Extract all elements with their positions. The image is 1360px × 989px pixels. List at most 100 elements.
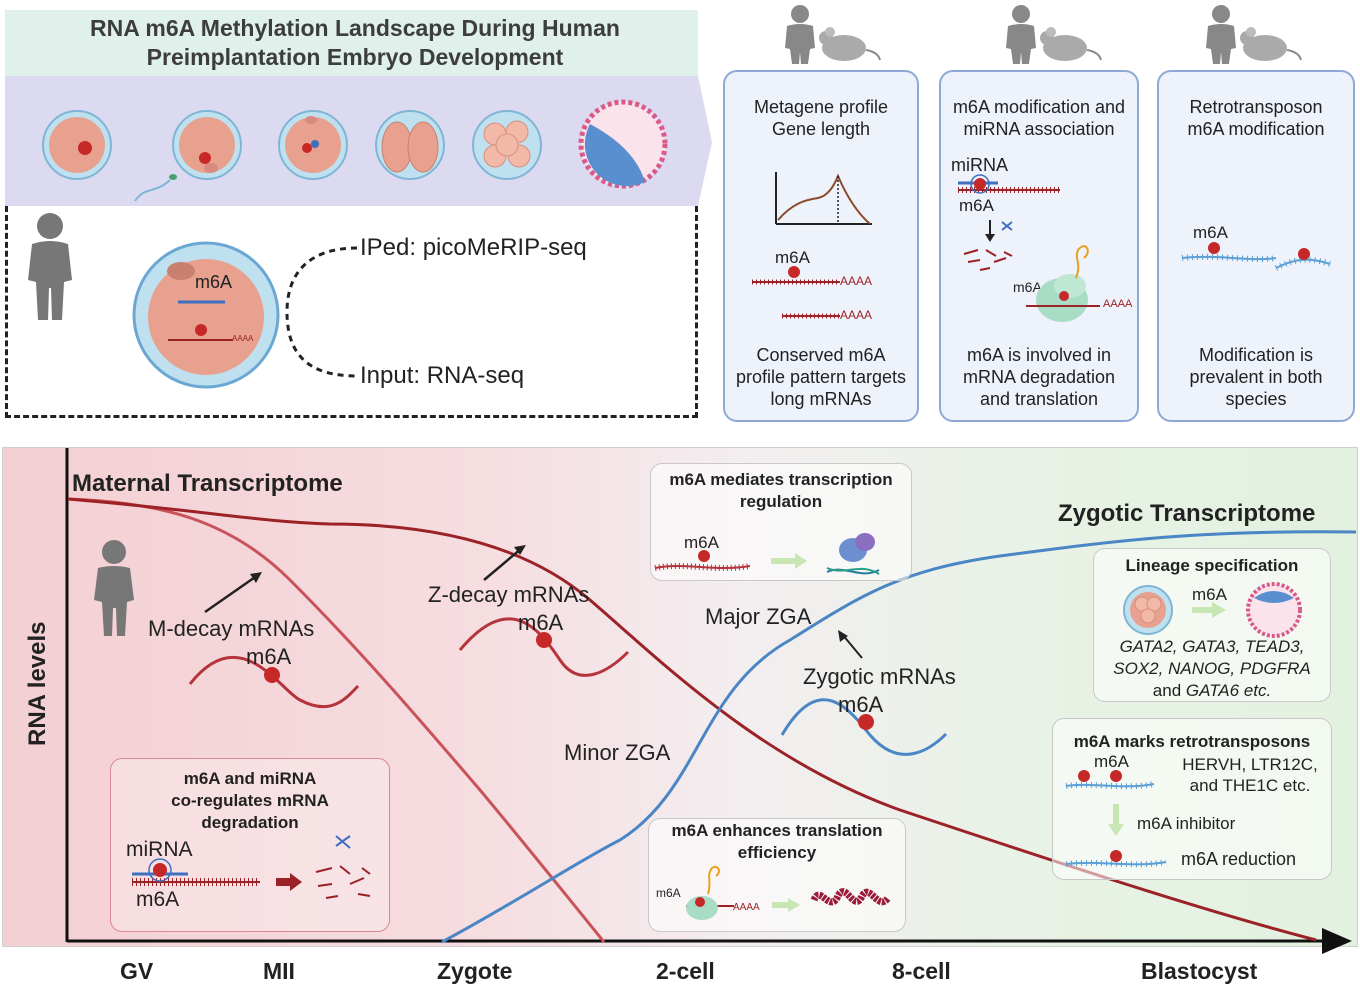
mirna-panel-description: m6A is involved in mRNA degradation and … (939, 344, 1139, 410)
figure-title: RNA m6A Methylation Landscape During Hum… (5, 14, 705, 72)
mirna-desc-line-1: m6A is involved in (966, 345, 1112, 365)
zygotic-curve (441, 530, 1357, 944)
retro-panel-strands (1181, 242, 1331, 271)
transcription-illustration (654, 533, 880, 575)
metagene-title-line-1: Metagene profile (753, 97, 889, 117)
mirna-box-title: m6A and miRNA co-regulates mRNA degradat… (110, 768, 390, 834)
title-line-1: RNA m6A Methylation Landscape During Hum… (90, 15, 620, 41)
mii-oocyte-icon (134, 110, 242, 202)
retrotransposon-panel (1157, 70, 1355, 422)
mirna-title-line-1: m6A modification and (952, 97, 1126, 117)
retro-elements-line-2: and THE1C etc. (1189, 776, 1311, 795)
lineage-genes-line-3-italic: GATA6 etc. (1185, 681, 1272, 700)
m6a-reduction-label: m6A reduction (1181, 849, 1297, 869)
metagene-desc-line-1: Conserved m6A (756, 345, 886, 365)
lineage-m6a-label: m6A (1192, 585, 1227, 604)
lineage-box-title: Lineage specification (1125, 556, 1299, 575)
gv-oocyte-icon (42, 110, 112, 180)
lineage-genes-line-3: and GATA6 etc. (1093, 680, 1331, 702)
mirna-panel-illustration (958, 174, 1100, 322)
transcription-regulation-box (650, 463, 912, 581)
retro-box-m6a-label: m6A (1094, 752, 1129, 771)
mirna-box-m6a-label: m6A (136, 888, 180, 911)
retro-desc-line-3: species (1225, 389, 1287, 409)
mirna-box-title-line-2: co-regulates mRNA (171, 791, 329, 810)
metagene-desc-line-2: profile pattern targets (735, 367, 907, 387)
human-icon (28, 213, 72, 320)
stage-label-blastocyst: Blastocyst (1141, 958, 1258, 984)
retro-elements-line-1: HERVH, LTR12C, (1182, 755, 1318, 774)
retro-title-line-1: Retrotransposon (1189, 97, 1323, 117)
m-decay-label: M-decay mRNAs (148, 616, 315, 641)
metagene-panel (723, 70, 919, 422)
two-cell-icon (375, 110, 445, 180)
translation-polya-label: AAAA (733, 902, 760, 913)
method-connector (285, 246, 358, 378)
retro-title-line-2: m6A modification (1187, 119, 1325, 139)
metagene-desc-line-3: long mRNAs (770, 389, 872, 409)
retro-box-illustration (1065, 770, 1167, 868)
metagene-mrna-strands (752, 266, 840, 319)
species-icons-panel-3 (1206, 5, 1302, 64)
title-line-2: Preimplantation Embryo Development (146, 44, 564, 70)
metagene-polya-2: AAAA (840, 308, 873, 322)
z-decay-m6a-label: m6A (518, 610, 564, 635)
retrotransposon-title: Retrotransposon m6A modification (1157, 96, 1355, 140)
band-arrow-tip (698, 76, 712, 206)
metagene-profile-plot (775, 172, 872, 225)
mirna-title-line-2: miRNA association (963, 119, 1115, 139)
mirna-coregulation-box (110, 758, 390, 932)
mirna-box-illustration (132, 835, 371, 899)
mirna-box-title-line-1: m6A and miRNA (183, 769, 317, 788)
mirna-panel-m6a-label-2: m6A (1013, 279, 1042, 295)
transcription-title-line-1: m6A mediates transcription (669, 470, 893, 489)
translation-title-line-2: efficiency (737, 843, 817, 862)
stage-label-2-cell: 2-cell (656, 958, 715, 984)
oocyte-m6a-illustration (132, 241, 280, 389)
input-label: Input: RNA-seq (360, 362, 525, 389)
stage-label-mii: MII (263, 958, 295, 984)
lineage-genes-line-2: SOX2, NANOG, PDGFRA (1113, 659, 1311, 678)
species-icons-panel-1 (785, 5, 881, 64)
retro-box-elements: HERVH, LTR12C, and THE1C etc. (1170, 754, 1330, 796)
mirna-desc-line-2: mRNA degradation (962, 367, 1116, 387)
transcription-m6a-label: m6A (684, 533, 719, 552)
mirna-panel-mirna-label: miRNA (951, 155, 1008, 175)
mirna-panel-title: m6A modification and miRNA association (939, 96, 1139, 140)
maternal-transcriptome-label: Maternal Transcriptome (72, 470, 343, 497)
oocyte-polya-label: AAAA (232, 334, 254, 343)
title-band (5, 10, 698, 76)
oocyte-m6a-label: m6A (195, 272, 233, 292)
iped-label: IPed: picoMeRIP-seq (360, 234, 587, 261)
stage-label-8-cell: 8-cell (892, 958, 951, 984)
mirna-panel-polya: AAAA (1103, 298, 1133, 310)
lineage-genes-line-1: GATA2, GATA3, TEAD3, (1119, 637, 1305, 656)
stage-label-zygote: Zygote (437, 958, 513, 984)
translation-m6a-label: m6A (656, 886, 681, 900)
lineage-illustration (1123, 582, 1302, 638)
metagene-polya-1: AAAA (840, 274, 873, 288)
mirna-box-mirna-label: miRNA (126, 838, 193, 861)
retrotransposon-marks-box (1052, 718, 1332, 880)
mirna-box-title-line-3: degradation (201, 813, 299, 832)
translation-illustration (686, 866, 891, 920)
m6a-inhibitor-label: m6A inhibitor (1137, 814, 1236, 833)
eight-cell-icon (472, 110, 542, 180)
zygotic-transcriptome-label: Zygotic Transcriptome (1058, 500, 1316, 527)
lineage-genes-line-3-prefix: and (1152, 681, 1186, 700)
zygote-icon (278, 110, 348, 180)
mirna-panel (939, 70, 1139, 422)
z-decay-label: Z-decay mRNAs (428, 582, 590, 607)
mirna-desc-line-3: and translation (979, 389, 1099, 409)
m-decay-curve (67, 497, 606, 943)
translation-box-title: m6A enhances translation efficiency (648, 820, 906, 864)
retro-box-title: m6A marks retrotransposons (1073, 732, 1311, 751)
zygotic-mrnas-label: Zygotic mRNAs (803, 664, 956, 689)
embryo-stage-icons (42, 99, 668, 202)
transcription-title-line-2: regulation (739, 492, 823, 511)
species-icons-panel-2 (1006, 5, 1102, 64)
zygotic-m6a-label: m6A (838, 692, 884, 717)
child-icon (94, 540, 134, 636)
retro-desc-line-1: Modification is (1198, 345, 1314, 365)
transcription-box-title: m6A mediates transcription regulation (650, 469, 912, 513)
